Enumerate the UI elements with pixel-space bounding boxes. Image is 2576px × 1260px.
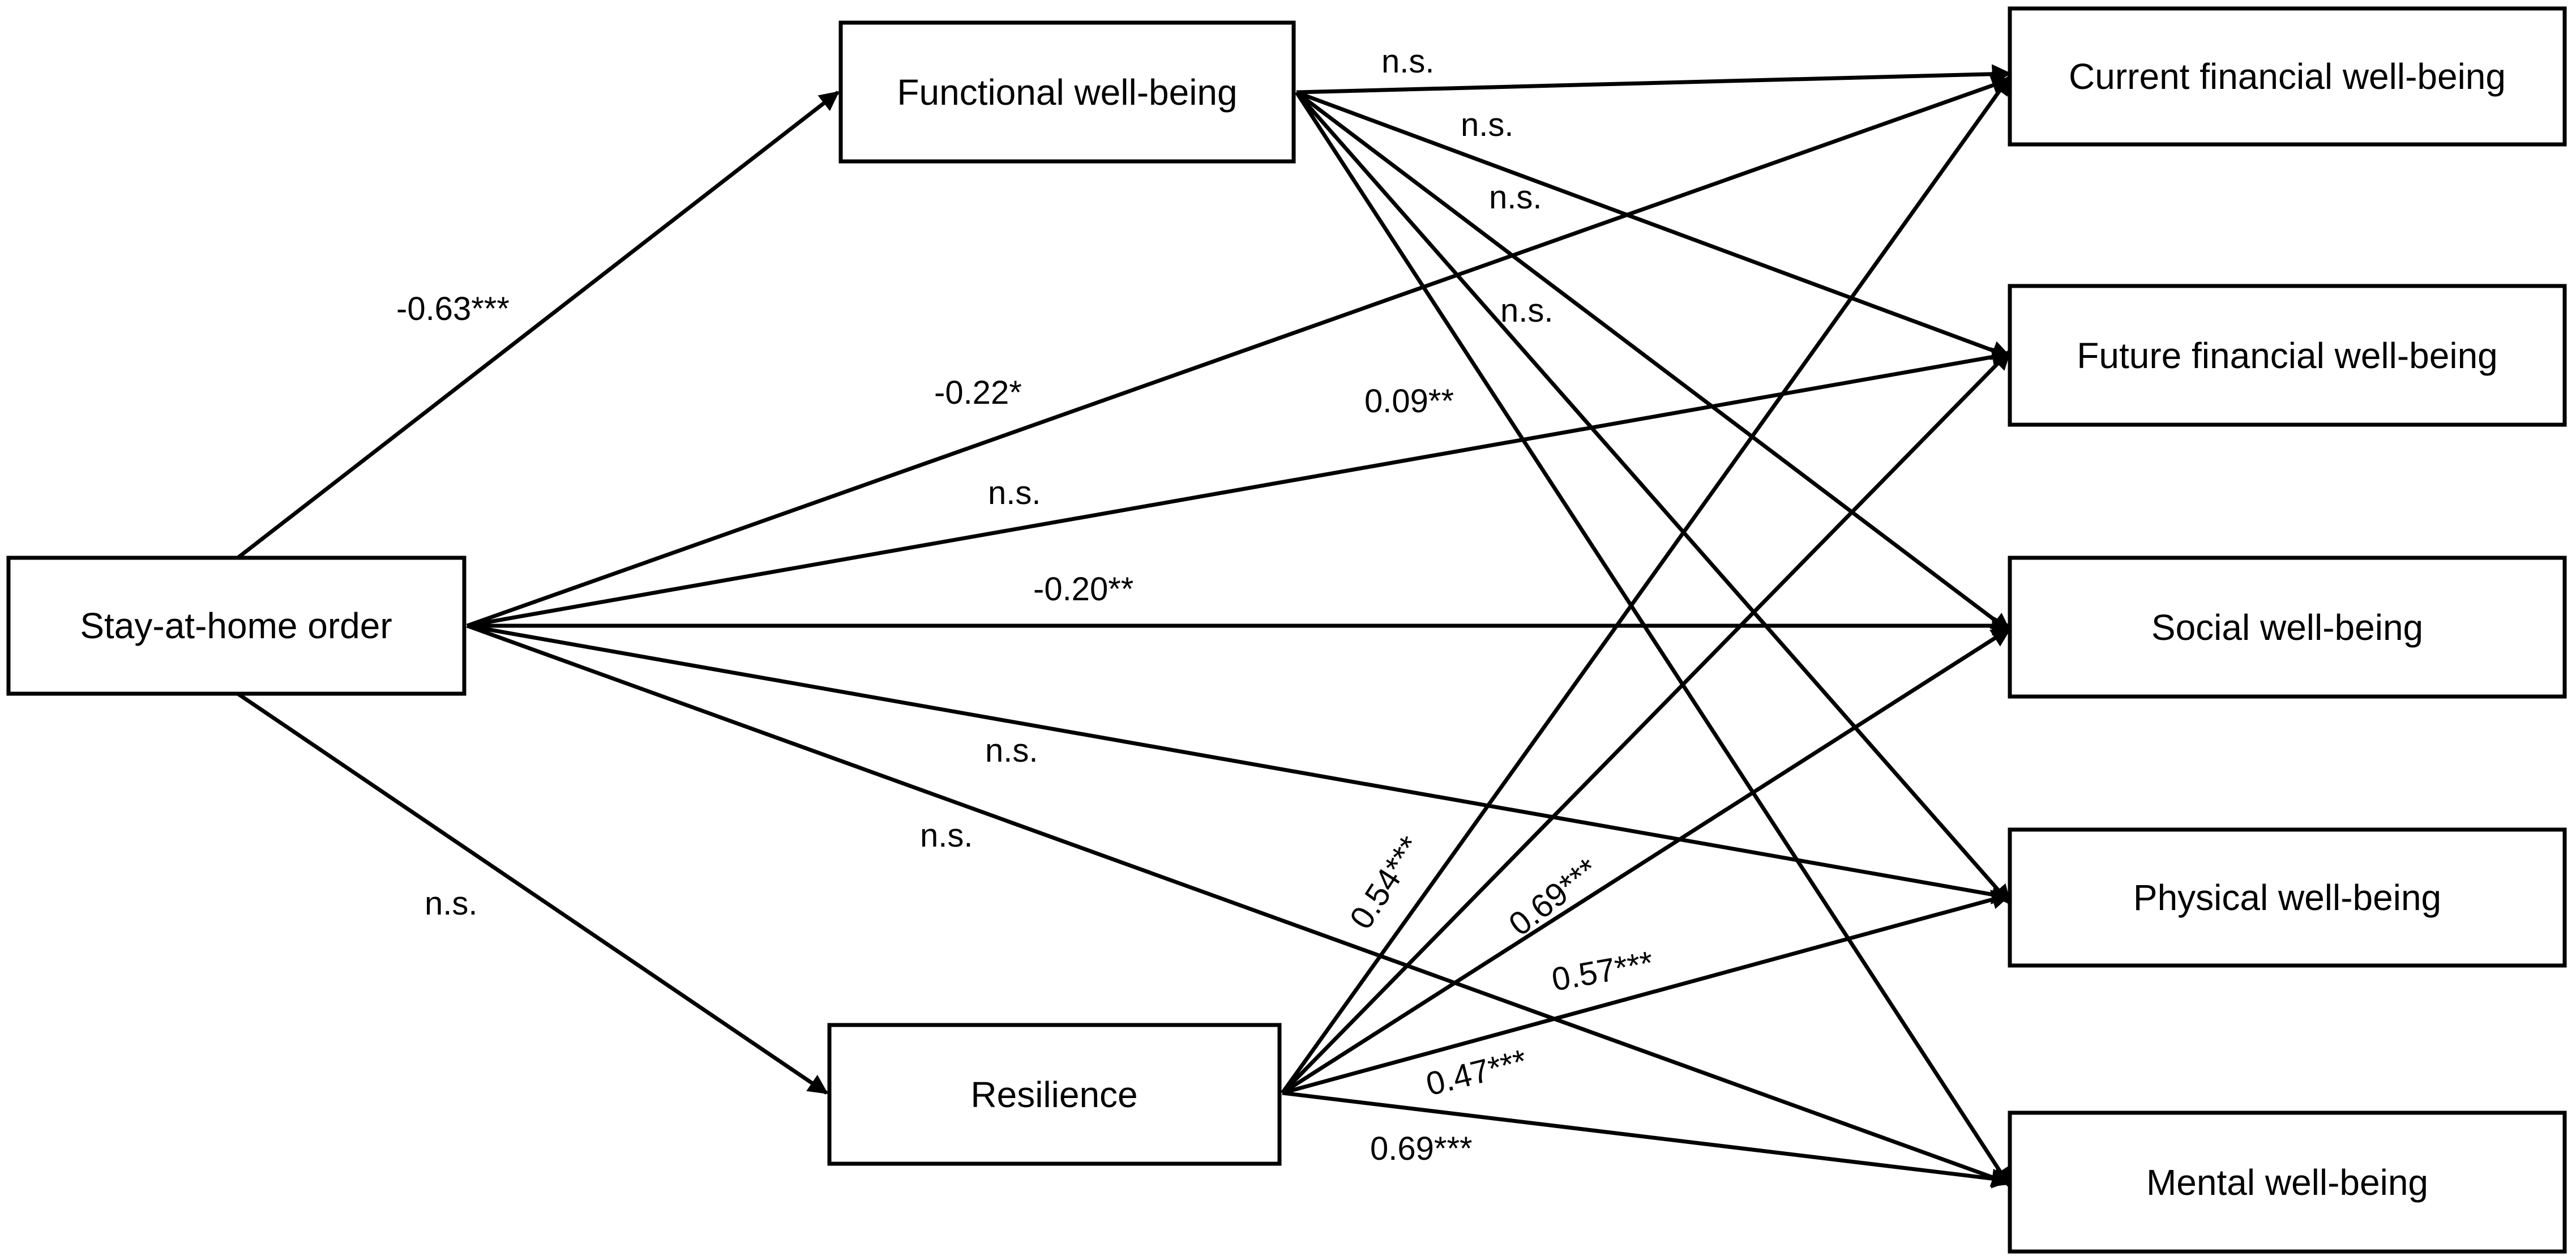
label-stay-resilience: n.s.: [425, 885, 478, 922]
node-label: Social well-being: [2151, 607, 2423, 648]
node-label: Current financial well-being: [2069, 56, 2506, 97]
edges: [236, 64, 2012, 1189]
edge-stay-to-current: [466, 76, 2012, 628]
edge-resilience-to-mental: [1282, 1091, 2012, 1189]
label-stay-social: -0.20**: [1033, 571, 1133, 608]
node-label: Mental well-being: [2146, 1162, 2428, 1203]
edge-resilience-to-physical: [1282, 890, 2012, 1095]
label-stay-physical: n.s.: [985, 732, 1038, 769]
edge-functional-to-physical: [1295, 91, 2012, 905]
label-resilience-social: 0.57***: [1549, 944, 1656, 998]
edge-stay-to-future: [467, 347, 2012, 628]
edge-stay-to-physical: [467, 623, 2012, 904]
label-resilience-mental: 0.69***: [1370, 1130, 1473, 1167]
node-future-financial-well-being: Future financial well-being: [2008, 284, 2567, 427]
nodes: Stay-at-home order Functional well-being…: [6, 6, 2567, 1254]
node-social-well-being: Social well-being: [2008, 556, 2567, 699]
edge-resilience-to-future: [1281, 349, 2012, 1095]
label-stay-functional: -0.63***: [396, 291, 510, 327]
node-label: Stay-at-home order: [80, 605, 392, 646]
node-label: Functional well-being: [897, 72, 1237, 113]
label-resilience-current: 0.54***: [1342, 830, 1429, 936]
label-functional-future: n.s.: [1461, 106, 1514, 143]
node-stay-at-home-order: Stay-at-home order: [6, 556, 467, 696]
label-stay-current: -0.22*: [934, 374, 1022, 411]
edge-functional-to-mental: [1295, 91, 2012, 1188]
node-label: Physical well-being: [2133, 877, 2441, 918]
node-label: Resilience: [970, 1074, 1137, 1115]
label-functional-current: n.s.: [1381, 43, 1435, 80]
label-functional-physical: n.s.: [1500, 292, 1554, 329]
node-functional-well-being: Functional well-being: [838, 20, 1296, 164]
edge-functional-to-future: [1295, 90, 2012, 360]
edge-resilience-to-social: [1281, 627, 2012, 1095]
edge-functional-to-social: [1295, 91, 2012, 633]
edge-stay-to-functional: [236, 91, 840, 559]
edge-stay-to-resilience: [237, 692, 828, 1095]
label-functional-mental: 0.09**: [1364, 383, 1454, 420]
edge-functional-to-current: [1296, 64, 2012, 95]
edge-stay-to-mental: [466, 623, 2012, 1187]
node-mental-well-being: Mental well-being: [2008, 1110, 2567, 1254]
label-functional-social: n.s.: [1489, 179, 1542, 216]
label-stay-mental: n.s.: [920, 817, 973, 854]
node-current-financial-well-being: Current financial well-being: [2008, 6, 2567, 147]
node-physical-well-being: Physical well-being: [2008, 827, 2567, 968]
node-resilience: Resilience: [827, 1023, 1282, 1166]
label-stay-future: n.s.: [988, 475, 1041, 511]
edge-resilience-to-current: [1281, 75, 2012, 1095]
node-label: Future financial well-being: [2077, 335, 2498, 376]
